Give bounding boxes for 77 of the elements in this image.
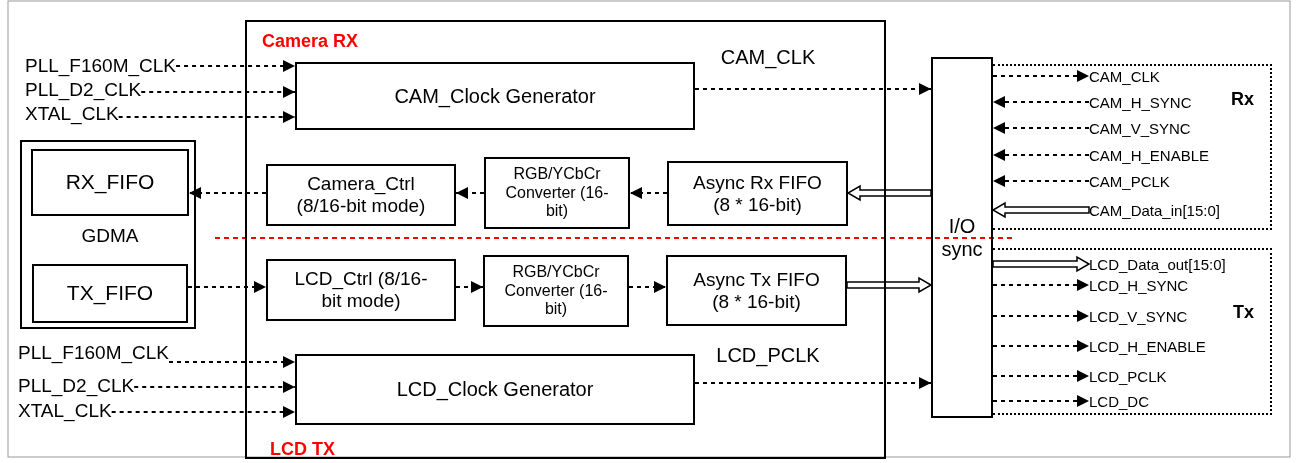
- clock-signal-label: XTAL_CLK: [18, 401, 112, 422]
- box-label: TX_FIFO: [66, 281, 154, 306]
- dashed-arrow: [187, 281, 267, 293]
- signal-label: LCD_DC: [1089, 394, 1149, 411]
- box-label: Async Rx FIFO (8 * 16-bit): [692, 171, 823, 216]
- signal-label: LCD_Data_out[15:0]: [1089, 257, 1226, 274]
- dashed-arrow: [694, 83, 932, 95]
- module-box: [484, 157, 630, 229]
- module-frame: [245, 20, 886, 459]
- box-label: Camera_Ctrl (8/16-bit mode): [295, 173, 427, 217]
- section-label: GDMA: [80, 226, 140, 247]
- dashed-arrow: [992, 96, 1090, 108]
- gdma-box: [20, 140, 196, 329]
- dashed-arrow: [992, 279, 1090, 291]
- module-box: [266, 259, 456, 321]
- clock-signal-label: PLL_D2_CLK: [18, 376, 135, 397]
- dashed-arrow: [992, 70, 1090, 82]
- signal-label: CAM_H_SYNC: [1089, 95, 1192, 112]
- box-label: I/O sync: [940, 214, 984, 261]
- signal-label: LCD_H_ENABLE: [1089, 339, 1206, 356]
- bus-arrow: [992, 255, 1091, 273]
- dashed-arrow: [117, 111, 296, 123]
- signal-label: CAM_PCLK: [1089, 174, 1170, 191]
- box-label: RX_FIFO: [65, 170, 155, 195]
- signal-group-box: [993, 64, 1272, 230]
- bus-arrow: [846, 184, 932, 202]
- box-label: CAM_Clock Generator: [394, 84, 596, 108]
- module-box: [266, 164, 456, 226]
- dashed-arrow: [992, 340, 1090, 352]
- group-label: Tx: [1233, 303, 1254, 323]
- dashed-arrow: [455, 187, 485, 199]
- io-sync-box: [931, 57, 993, 418]
- module-box: [667, 161, 848, 226]
- box-label: Async Tx FIFO (8 * 16-bit): [692, 268, 821, 313]
- bus-arrow: [991, 201, 1090, 219]
- dashed-arrow: [992, 310, 1090, 322]
- dashed-arrow: [133, 381, 296, 393]
- signal-label: CAM_H_ENABLE: [1089, 148, 1210, 165]
- signal-label: LCD_H_SYNC: [1089, 278, 1189, 295]
- signal-label: LCD_PCLK: [1089, 369, 1167, 386]
- dashed-arrow: [110, 406, 296, 418]
- signal-label: CAM_Data_in[15:0]: [1089, 203, 1220, 220]
- dashed-arrow: [992, 370, 1090, 382]
- dashed-arrow: [140, 86, 296, 98]
- dashed-arrow: [992, 395, 1090, 407]
- dashed-arrow: [175, 60, 296, 72]
- signal-label: CAM_V_SYNC: [1089, 121, 1191, 138]
- box-label: LCD_Clock Generator: [396, 378, 594, 401]
- signal-group-box: [993, 248, 1272, 415]
- module-box: [295, 354, 695, 425]
- signal-label: CAM_CLK: [1089, 69, 1160, 86]
- box-label: LCD_Ctrl (8/16-bit mode): [293, 268, 429, 312]
- dashed-arrow: [168, 356, 296, 368]
- group-label: Rx: [1231, 90, 1254, 110]
- section-label: LCD TX: [270, 440, 335, 460]
- clock-signal-label: XTAL_CLK: [25, 104, 119, 125]
- module-box: [666, 255, 847, 326]
- dashed-arrow: [628, 281, 667, 293]
- clock-signal-label: PLL_D2_CLK: [25, 80, 142, 101]
- clock-signal-label: PLL_F160M_CLK: [18, 343, 170, 364]
- dashed-arrow: [188, 187, 267, 199]
- box-label: RGB/YCbCr Converter (16-bit): [504, 165, 610, 221]
- dashed-arrow: [992, 149, 1090, 161]
- dashed-arrow: [694, 377, 932, 389]
- bus-arrow: [846, 276, 933, 294]
- module-box: [295, 62, 695, 130]
- module-box: [32, 264, 188, 323]
- dashed-arrow: [455, 281, 484, 293]
- dashed-arrow: [629, 187, 668, 199]
- dashed-arrow: [992, 175, 1090, 187]
- clock-signal-label: PLL_F160M_CLK: [25, 56, 177, 77]
- module-box: [483, 255, 629, 327]
- dashed-arrow: [992, 122, 1090, 134]
- signal-label: LCD_V_SYNC: [1089, 309, 1188, 326]
- section-label: Camera RX: [262, 32, 359, 52]
- module-box: [31, 149, 189, 216]
- box-label: RGB/YCbCr Converter (16-bit): [503, 263, 609, 319]
